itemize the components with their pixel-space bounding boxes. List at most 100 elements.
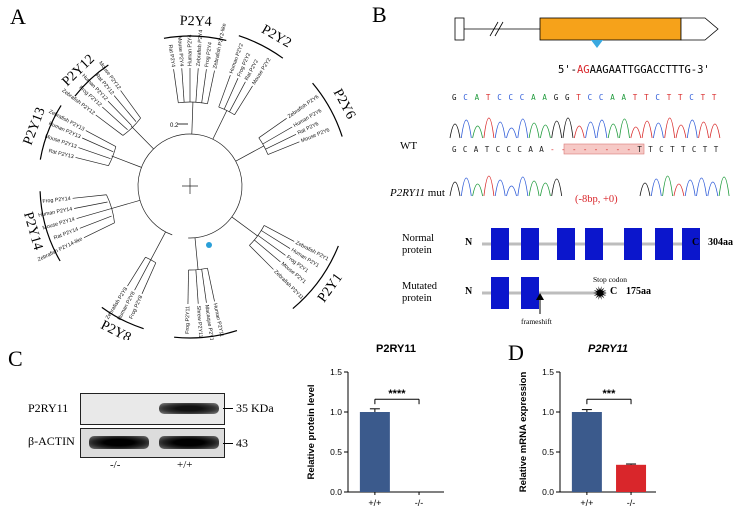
group-arc [163, 35, 227, 42]
tree-branch [181, 68, 185, 103]
x-tick-label: +/+ [368, 498, 381, 508]
tree-branch [207, 268, 215, 302]
tree-branch [102, 106, 128, 131]
y-tick-label: 0.0 [330, 487, 342, 497]
indel-label: (-8bp, +0) [575, 194, 618, 205]
sequence-base: T [714, 145, 719, 154]
chromatogram-peak [707, 181, 719, 197]
chart-title: P2RY11 [376, 343, 416, 355]
clade-arc [249, 225, 265, 246]
tree-branch [258, 118, 287, 139]
break-mark-2 [494, 21, 504, 37]
clade-stem [231, 216, 258, 237]
group-arc [74, 64, 109, 97]
sequence-base: - [616, 145, 621, 154]
chromatogram-peak [607, 123, 619, 139]
normal-n-terminus: N [465, 237, 473, 248]
tree-leaf-label: Macaque P2Y11 [203, 304, 214, 340]
sequence-base: A [542, 93, 547, 102]
clade-stem [150, 231, 166, 261]
transmembrane-domain [521, 277, 539, 309]
tree-branch [95, 114, 124, 136]
sequence-base: A [474, 145, 479, 154]
chromatogram-peak [585, 121, 596, 139]
sequence-base: T [648, 145, 653, 154]
y-axis-label: Relative mRNA expression [518, 372, 529, 493]
chromatogram-peak [639, 182, 651, 197]
exon-2-coding [539, 17, 682, 41]
exon-1 [454, 17, 465, 41]
chromatogram-peak [483, 175, 495, 197]
chromatogram-peak [460, 177, 472, 197]
chromatogram-peak [573, 125, 585, 139]
sequence-base: G [554, 93, 559, 102]
mutant-gene-name: P2RY11 [390, 187, 426, 199]
chromatogram-peak [562, 117, 574, 139]
mutated-protein-length: 175aa [626, 286, 651, 297]
chromatogram-peak [506, 185, 517, 197]
frameshift-arrow-icon [536, 293, 544, 300]
mutated-c-terminus: C [610, 286, 618, 297]
transmembrane-domain [491, 277, 509, 309]
sequence-base: - [583, 145, 588, 154]
tree-branch [195, 68, 199, 103]
sequence-base: C [659, 145, 664, 154]
sequence-base: T [486, 93, 491, 102]
chromatogram-peak [641, 120, 653, 139]
chromatogram-peak [709, 123, 721, 139]
marker-label-43: 43 [236, 436, 248, 450]
transmembrane-domain [655, 228, 673, 260]
clade-stem [109, 199, 141, 210]
panel-label-c: C [8, 346, 23, 371]
sequence-base: A [610, 93, 615, 102]
clade-stem [194, 237, 199, 270]
sequence-base: - [605, 145, 610, 154]
tree-leaf-label: Mouse P2Y4 [176, 36, 184, 67]
tree-branch [261, 230, 291, 249]
sequence-base: C [520, 93, 525, 102]
clade-stem [212, 110, 228, 140]
sequence-base: T [703, 145, 708, 154]
tree-branch [262, 126, 293, 145]
tree-branch [141, 262, 157, 294]
tree-branch [72, 194, 107, 199]
sequence-base: A [531, 93, 536, 102]
normal-label-line2: protein [402, 245, 432, 256]
marker-label-35: 35 KDa [236, 401, 274, 415]
sequence-base: T [712, 93, 717, 102]
tree-branch [75, 157, 109, 167]
tree-branch [229, 81, 246, 112]
chromatogram-peak [472, 183, 483, 197]
chromatogram-peak [483, 117, 495, 139]
transmembrane-domain [491, 228, 509, 260]
blot-p2ry11 [80, 393, 225, 425]
gene-model [454, 17, 719, 48]
transmembrane-domain [624, 228, 642, 260]
group-arc [312, 82, 343, 137]
sequence-base: C [599, 93, 604, 102]
sequence-base: T [633, 93, 638, 102]
sequence-base: A [475, 93, 480, 102]
tree-leaf-label: Zebrafish P2Y4 [196, 30, 205, 67]
tree-leaf-label: Zebrafish P2Y2-like [212, 23, 227, 70]
chromatogram-peak [696, 177, 707, 197]
chromatogram-peak [494, 121, 506, 139]
significance-label: *** [603, 388, 617, 400]
chromatogram-peak [664, 117, 676, 139]
chromatogram-peak [630, 126, 642, 139]
tree-branch [173, 69, 179, 103]
tree-branch [74, 201, 108, 209]
group-arc [39, 191, 61, 262]
blot-row-label-actin: β-ACTIN [28, 434, 75, 448]
sequence-base: C [463, 93, 468, 102]
tree-branch [223, 78, 239, 110]
sequence-base: T [670, 145, 675, 154]
tree-leaf-label: Rat P2Y13 [48, 148, 74, 160]
clade-stem [235, 145, 264, 162]
group-label-p2y1: P2Y1 [315, 271, 346, 306]
sequence-base: T [701, 93, 706, 102]
panel-label-a: A [10, 4, 26, 29]
chromatogram-peak [540, 124, 551, 139]
